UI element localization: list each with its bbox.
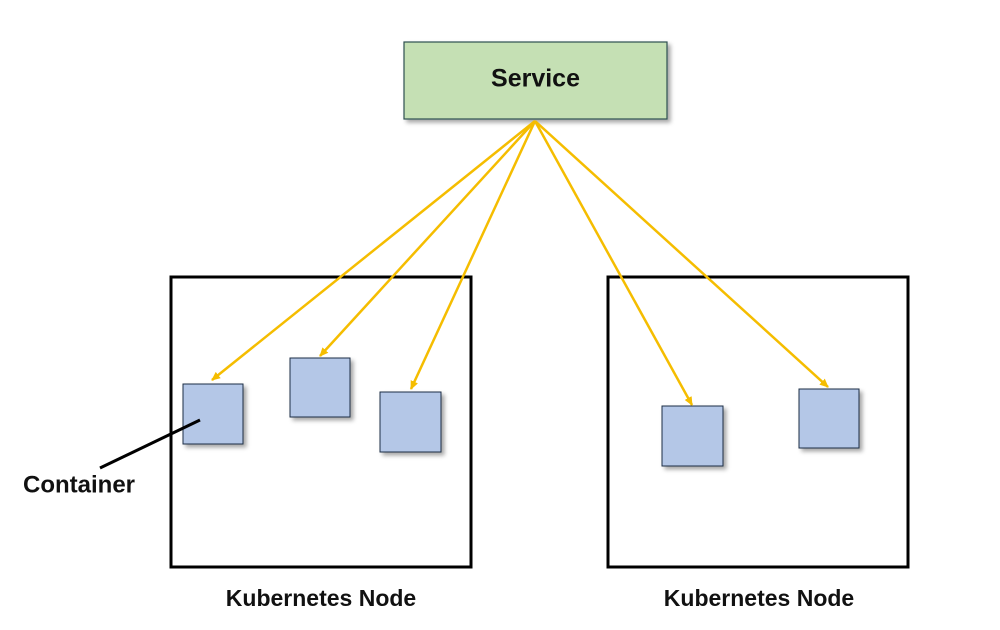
service-box bbox=[403, 41, 668, 120]
arrow-to-container-1 bbox=[211, 120, 536, 381]
arrow-to-container-5 bbox=[534, 120, 829, 388]
arrow-to-container-3 bbox=[409, 120, 537, 390]
kubernetes-node-label-1: Kubernetes Node bbox=[226, 585, 416, 611]
container-3 bbox=[379, 391, 442, 453]
container-4 bbox=[661, 405, 724, 467]
container-callout-label: Container bbox=[23, 471, 135, 498]
arrow-to-container-4 bbox=[533, 120, 694, 406]
kubernetes-node-box-1 bbox=[169, 275, 473, 569]
service-arrows bbox=[211, 120, 829, 406]
kubernetes-node-box-2 bbox=[606, 275, 910, 569]
container-2 bbox=[289, 357, 351, 418]
container-5 bbox=[798, 388, 860, 449]
container-1 bbox=[182, 383, 244, 445]
kubernetes-node-label-2: Kubernetes Node bbox=[664, 585, 854, 611]
arrow-to-container-2 bbox=[319, 120, 536, 357]
service-label: Service bbox=[491, 65, 580, 93]
container-callout-line bbox=[99, 418, 201, 470]
